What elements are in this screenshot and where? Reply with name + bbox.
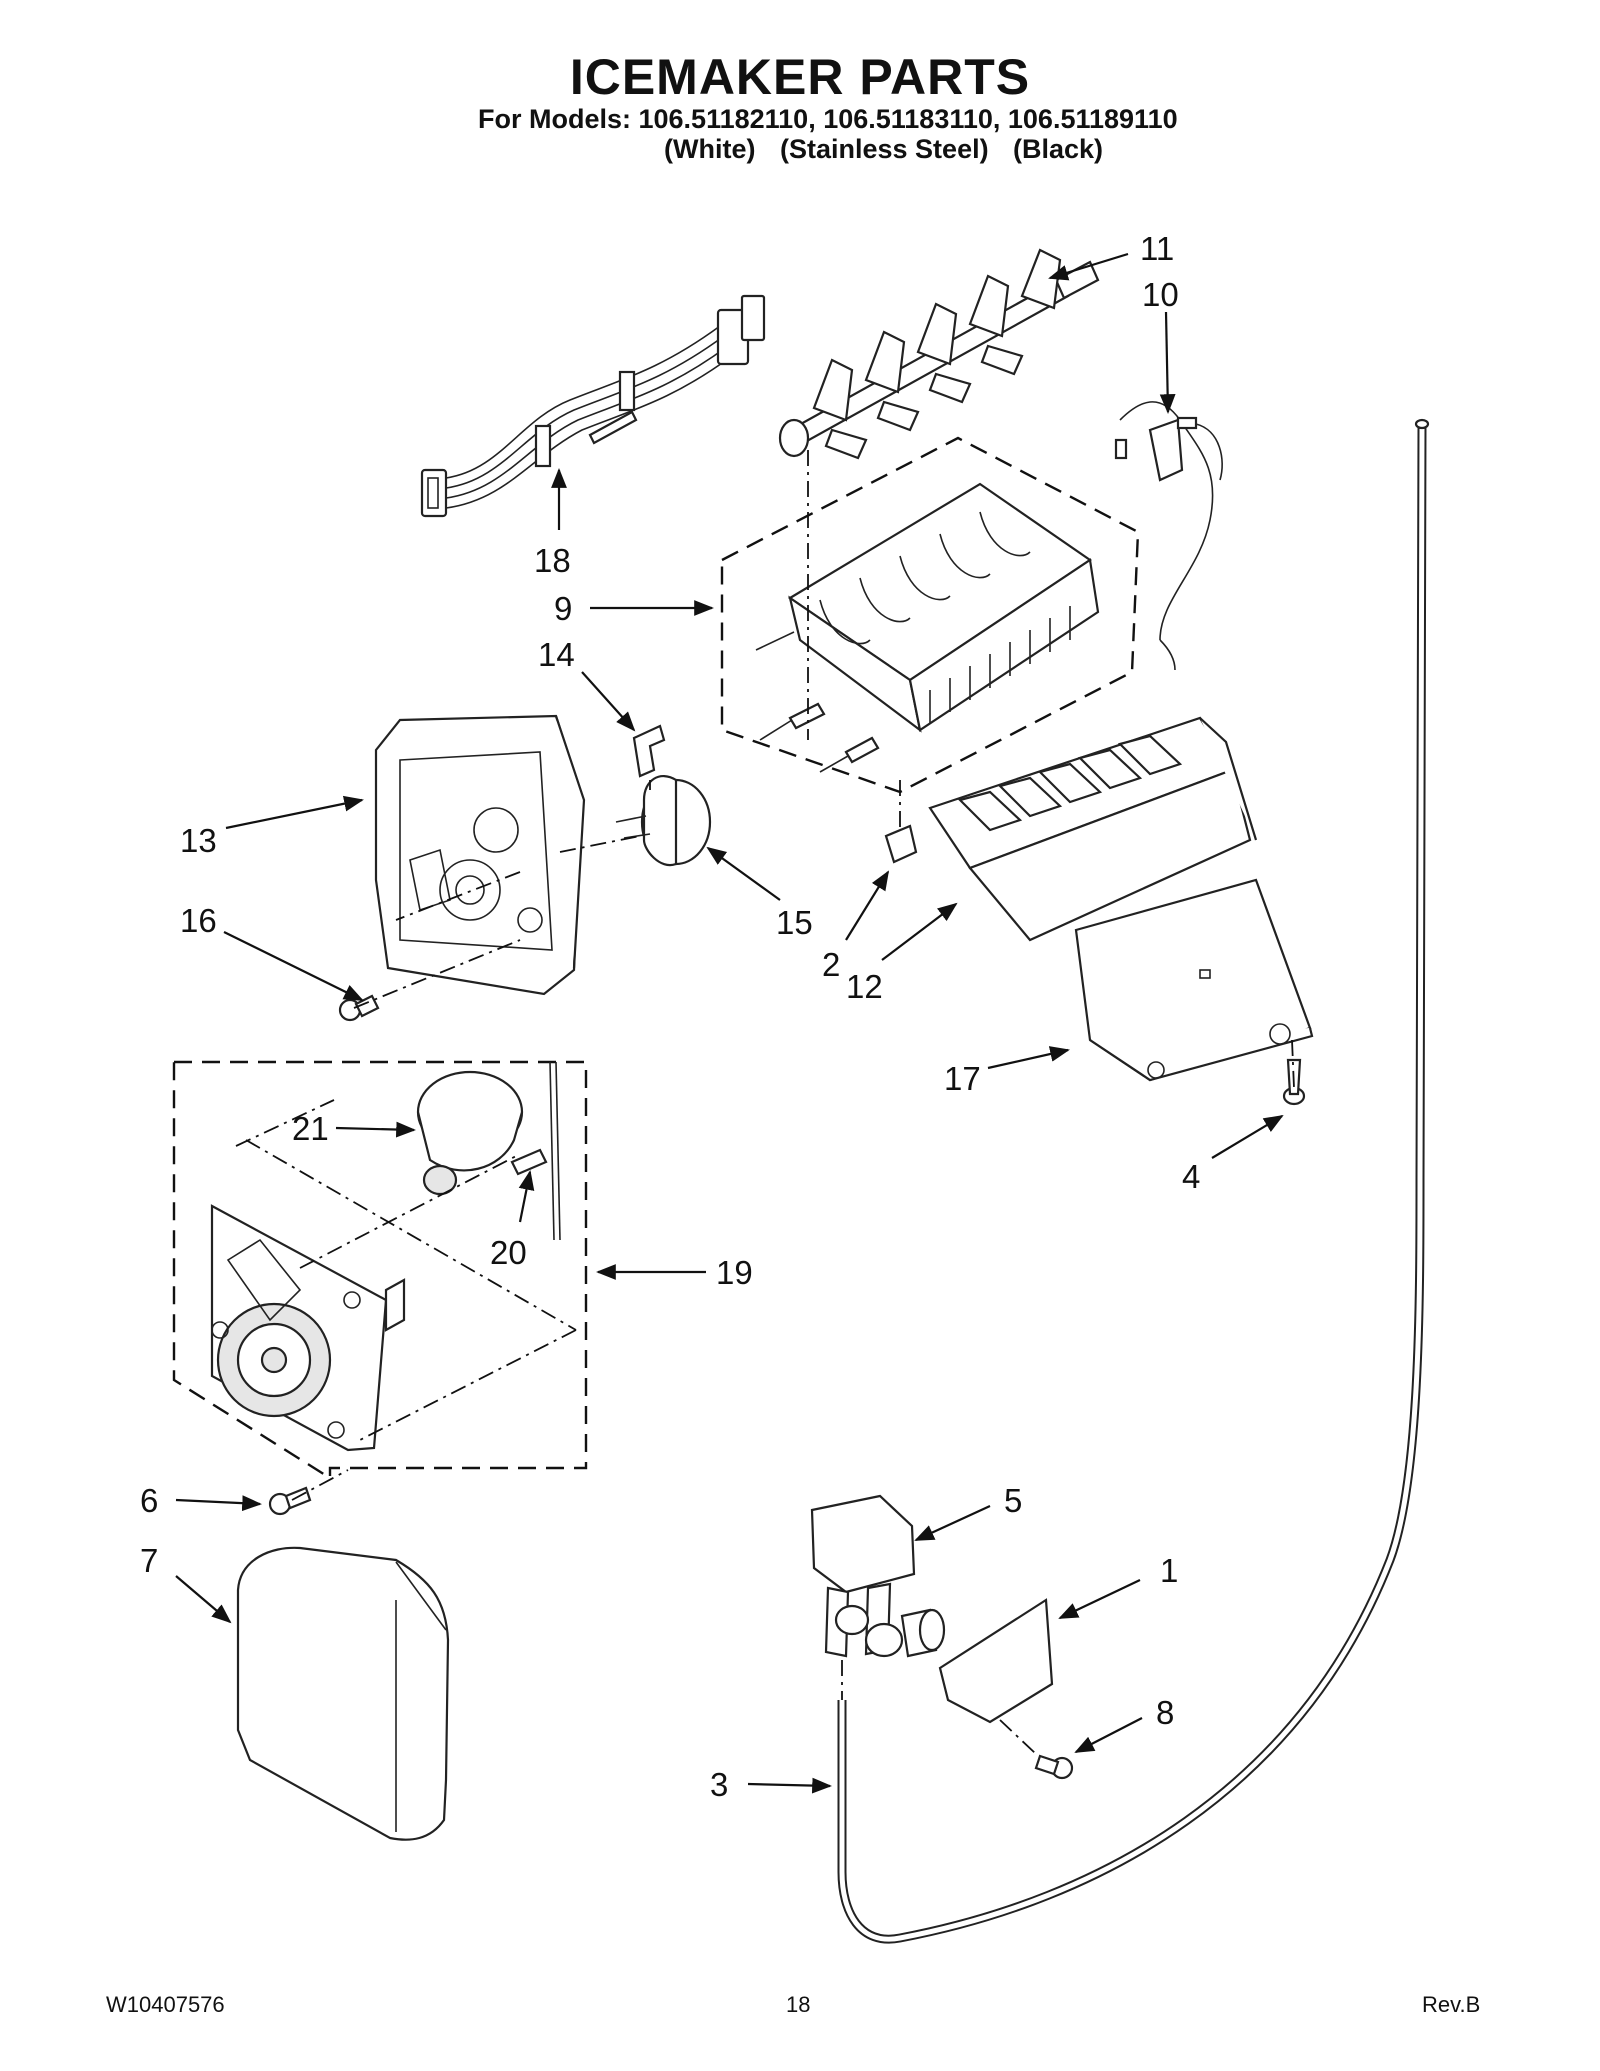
revision: Rev.B [1422,1992,1481,2017]
page-number: 18 [786,1992,811,2017]
ejector-shaft [778,248,1100,460]
fill-cup-bracket [1074,878,1314,1082]
icemaker-cover [374,714,586,996]
drive-motor [416,1061,561,1241]
callout-21: 21 [292,1110,329,1147]
page-title: ICEMAKER PARTS [569,49,1031,105]
wire-clip [632,724,666,778]
callout-16: 16 [180,902,217,939]
model-color-black: (Black) [1013,134,1104,164]
callout-20: 20 [490,1234,527,1271]
callout-18: 18 [534,542,571,579]
doc-number: W10407576 [106,1992,225,2017]
mold-assembly-outline [720,436,1140,794]
ice-mold [755,482,1100,773]
water-valve [810,1494,946,1658]
callout-leaders [175,252,1284,1794]
screw-6 [268,1486,312,1516]
callout-7: 7 [140,1542,158,1579]
callout-6: 6 [140,1482,158,1519]
callout-15: 15 [776,904,813,941]
callout-14: 14 [538,636,575,673]
callout-11: 11 [1140,230,1174,267]
callout-9: 9 [554,590,572,627]
model-color-white: (White) [664,134,756,164]
callout-10: 10 [1142,276,1179,313]
screw-20 [510,1148,548,1176]
control-module-outline [172,1060,588,1481]
callout-3: 3 [710,1766,728,1803]
motor-stator [615,774,712,867]
callout-17: 17 [944,1060,981,1097]
wire-harness [420,294,766,518]
mold-clip [884,824,918,864]
ice-stripper [928,716,1258,942]
model-color-stainless: (Stainless Steel) [780,134,989,164]
callout-19: 19 [716,1254,753,1291]
thermostat-sensor [1114,401,1223,671]
callout-8: 8 [1156,1694,1174,1731]
callout-2: 2 [822,946,840,983]
callout-5: 5 [1004,1482,1022,1519]
callout-labels: 11 10 18 9 14 13 15 16 2 12 17 4 21 20 1… [140,230,1200,1803]
valve-bracket [938,1598,1054,1724]
callout-12: 12 [846,968,883,1005]
screw-8 [1034,1754,1074,1780]
callout-4: 4 [1182,1158,1200,1195]
callout-1: 1 [1160,1552,1178,1589]
icemaker-front-cover [236,1546,450,1841]
module-plate [210,1204,406,1452]
models-line: For Models: 106.51182110, 106.51183110, … [478,104,1178,134]
callout-13: 13 [180,822,217,859]
